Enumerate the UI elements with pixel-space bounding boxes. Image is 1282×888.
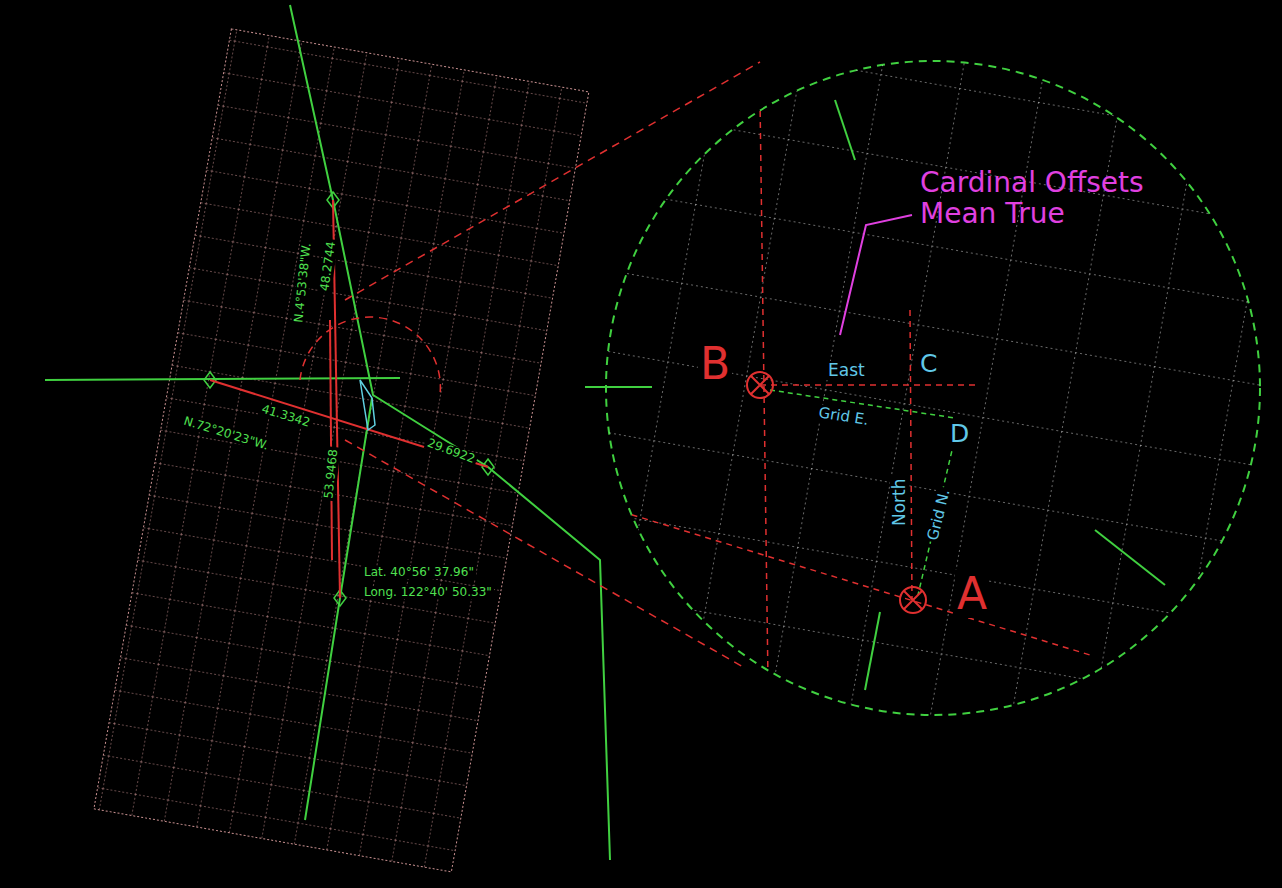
grid: [94, 29, 589, 872]
drawing-label: C: [918, 350, 939, 378]
drawing-label: N.72°20'23"W.: [180, 414, 272, 453]
drawing-label: Lat. 40°56' 37.96": [362, 566, 476, 579]
drawing-label: Grid E.: [815, 404, 871, 429]
traverse: [210, 200, 488, 598]
leader-line: [840, 215, 912, 335]
drawing-label: N.4°53'38"W.: [292, 240, 314, 325]
drawing-label: 48.2744: [318, 239, 339, 294]
boundary-lines: [45, 5, 610, 860]
drawing-label: 29.6922: [423, 436, 478, 467]
grid-offsets: [770, 390, 958, 595]
drawing-label: D: [948, 420, 971, 448]
point-symbols: [747, 372, 926, 613]
drawing-label: 53.9468: [322, 447, 341, 502]
drawing-label: 41.3342: [258, 402, 313, 430]
detail-ticks: [585, 100, 1165, 690]
drawing-label: Cardinal Offsets Mean True: [918, 168, 1162, 230]
offset-marks: [360, 380, 375, 430]
drawing-label: Grid N.: [924, 485, 954, 544]
drawing-label: B: [698, 340, 732, 388]
drawing-label: Long. 122°40' 50.33": [362, 586, 494, 599]
drawing-label: North: [890, 476, 909, 528]
drawing-label: A: [955, 570, 989, 618]
drawing-label: East: [826, 361, 867, 380]
monuments: [204, 192, 494, 606]
